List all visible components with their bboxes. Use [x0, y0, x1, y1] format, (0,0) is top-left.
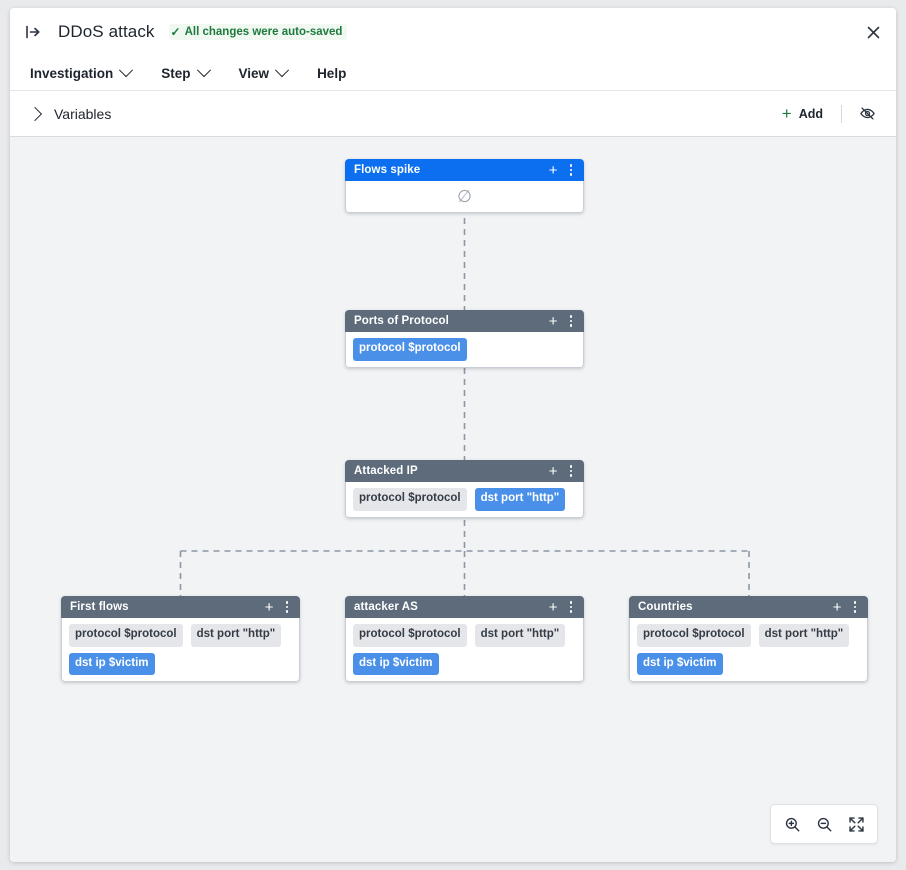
- filter-chip[interactable]: protocol $protocol: [69, 624, 183, 647]
- menu-investigation[interactable]: Investigation: [30, 63, 134, 81]
- node-add-icon[interactable]: +: [832, 598, 842, 616]
- chevron-down-icon: [196, 63, 211, 78]
- node-title: Flows spike: [354, 164, 421, 176]
- node-body[interactable]: protocol $protocol dst port "http": [345, 482, 584, 518]
- node-menu-icon[interactable]: [565, 164, 578, 176]
- variables-label: Variables: [54, 105, 112, 122]
- chevron-right-icon[interactable]: [27, 106, 43, 121]
- node-add-icon[interactable]: +: [548, 161, 558, 179]
- page-title: DDoS attack: [58, 22, 155, 41]
- graph-canvas[interactable]: Flows spike + ∅ Ports of Protocol +: [10, 137, 896, 862]
- filter-chip[interactable]: dst port "http": [474, 624, 566, 647]
- filter-chip[interactable]: dst ip $victim: [353, 652, 439, 675]
- menu-help-label: Help: [317, 65, 347, 81]
- node-header[interactable]: Countries +: [629, 596, 868, 618]
- node-menu-icon[interactable]: [565, 601, 578, 613]
- menu-view[interactable]: View: [238, 63, 290, 81]
- fit-to-screen-icon[interactable]: [841, 809, 871, 839]
- node-add-icon[interactable]: +: [548, 598, 558, 616]
- node-add-icon[interactable]: +: [548, 462, 558, 480]
- filter-chip[interactable]: dst ip $victim: [69, 652, 155, 675]
- plus-icon: +: [781, 104, 792, 123]
- node-ports-of-protocol[interactable]: Ports of Protocol + protocol $protocol: [345, 310, 584, 368]
- node-body[interactable]: ∅: [345, 181, 584, 213]
- close-icon[interactable]: [850, 9, 896, 55]
- panel-expand-right-icon[interactable]: [22, 21, 44, 43]
- filter-chip[interactable]: dst port "http": [474, 488, 566, 511]
- node-header[interactable]: First flows +: [61, 596, 300, 618]
- menu-view-label: View: [238, 65, 270, 81]
- node-attacked-ip[interactable]: Attacked IP + protocol $protocol dst por…: [345, 460, 584, 518]
- check-icon: ✓: [170, 25, 181, 39]
- node-body[interactable]: protocol $protocol dst port "http" dst i…: [61, 618, 300, 682]
- node-add-icon[interactable]: +: [548, 312, 558, 330]
- filter-chip[interactable]: protocol $protocol: [637, 624, 751, 647]
- node-add-icon[interactable]: +: [264, 598, 274, 616]
- investigation-window: DDoS attack ✓ All changes were auto-save…: [10, 8, 896, 862]
- autosave-status: ✓ All changes were auto-saved: [168, 24, 348, 40]
- zoom-out-icon[interactable]: [809, 809, 839, 839]
- add-variable-label: Add: [798, 106, 823, 121]
- node-flows-spike[interactable]: Flows spike + ∅: [345, 159, 584, 213]
- node-header[interactable]: Ports of Protocol +: [345, 310, 584, 332]
- node-menu-icon[interactable]: [565, 465, 578, 477]
- node-header[interactable]: Attacked IP +: [345, 460, 584, 482]
- node-countries[interactable]: Countries + protocol $protocol dst port …: [629, 596, 868, 682]
- node-header[interactable]: attacker AS +: [345, 596, 584, 618]
- filter-chip[interactable]: dst ip $victim: [637, 652, 723, 675]
- toolbar-divider: [841, 104, 842, 123]
- menu-step[interactable]: Step: [161, 63, 211, 81]
- node-title: Attacked IP: [354, 465, 418, 477]
- menu-bar: Investigation Step View Help: [10, 56, 896, 91]
- empty-set-icon: ∅: [457, 187, 472, 206]
- menu-step-label: Step: [161, 65, 191, 81]
- menu-investigation-label: Investigation: [30, 65, 114, 81]
- node-title: Ports of Protocol: [354, 315, 449, 327]
- zoom-controls: [770, 804, 878, 844]
- node-body[interactable]: protocol $protocol: [345, 332, 584, 368]
- node-menu-icon[interactable]: [281, 601, 294, 613]
- chevron-down-icon: [274, 63, 290, 78]
- node-title: attacker AS: [354, 601, 418, 613]
- chevron-down-icon: [119, 63, 134, 78]
- filter-chip[interactable]: protocol $protocol: [353, 338, 467, 361]
- node-title: Countries: [638, 601, 693, 613]
- filter-chip[interactable]: protocol $protocol: [353, 488, 467, 511]
- filter-chip[interactable]: dst port "http": [758, 624, 850, 647]
- node-menu-icon[interactable]: [849, 601, 862, 613]
- node-body[interactable]: protocol $protocol dst port "http" dst i…: [345, 618, 584, 682]
- menu-help[interactable]: Help: [317, 66, 346, 81]
- node-attacker-as[interactable]: attacker AS + protocol $protocol dst por…: [345, 596, 584, 682]
- title-bar: DDoS attack ✓ All changes were auto-save…: [10, 8, 896, 56]
- variables-bar: Variables + Add: [10, 91, 896, 137]
- node-menu-icon[interactable]: [565, 315, 578, 327]
- eye-off-icon[interactable]: [854, 101, 880, 127]
- node-body[interactable]: protocol $protocol dst port "http" dst i…: [629, 618, 868, 682]
- filter-chip[interactable]: protocol $protocol: [353, 624, 467, 647]
- node-title: First flows: [70, 601, 129, 613]
- node-first-flows[interactable]: First flows + protocol $protocol dst por…: [61, 596, 300, 682]
- zoom-in-icon[interactable]: [777, 809, 807, 839]
- autosave-label: All changes were auto-saved: [184, 26, 343, 38]
- node-header[interactable]: Flows spike +: [345, 159, 584, 181]
- add-variable-button[interactable]: + Add: [776, 101, 829, 126]
- filter-chip[interactable]: dst port "http": [190, 624, 282, 647]
